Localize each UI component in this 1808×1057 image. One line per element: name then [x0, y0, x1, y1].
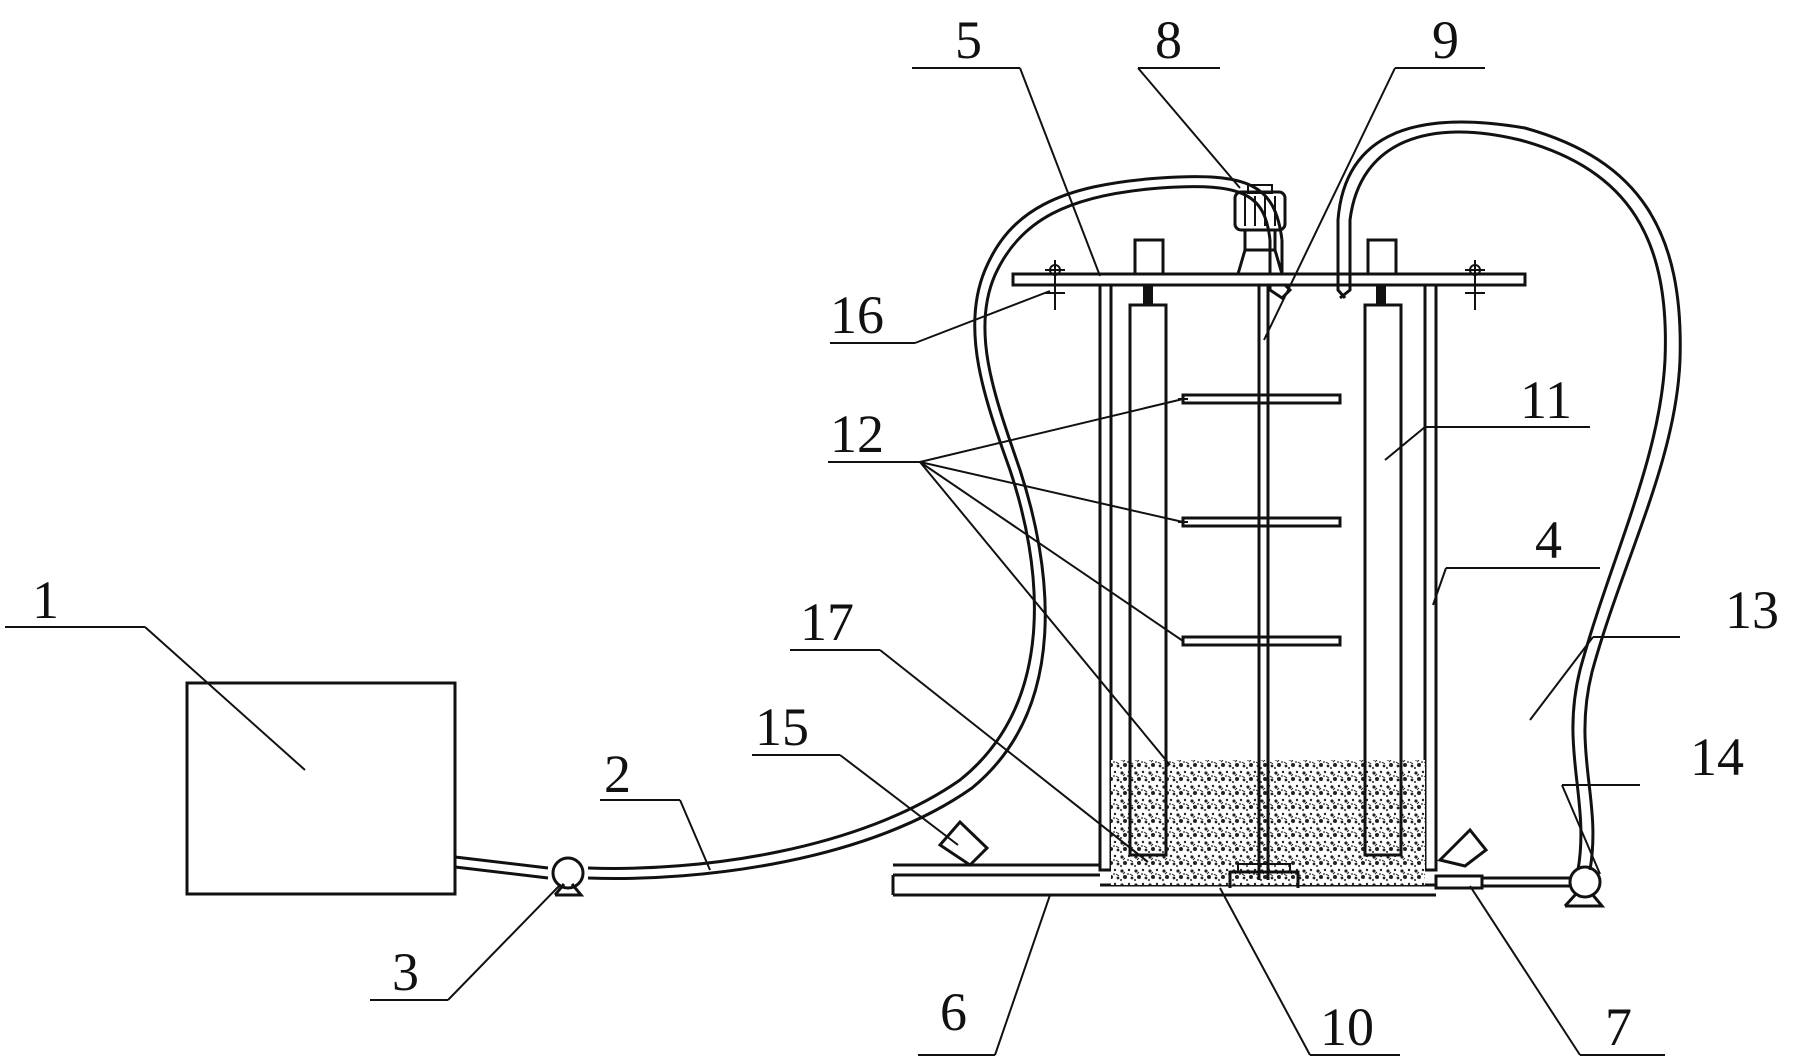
label-7: 7: [1605, 997, 1632, 1057]
electrode-right: [1363, 238, 1403, 857]
bolt-right: [1465, 260, 1485, 310]
label-14: 14: [1690, 727, 1744, 787]
bolt-left: [1045, 260, 1065, 310]
sampling-valve-left: [937, 819, 990, 867]
label-17: 17: [800, 592, 854, 652]
sampling-valve-right: [1437, 827, 1489, 868]
bottom-impeller: [1228, 863, 1300, 888]
recirculation-pipe: [1336, 120, 1682, 871]
label-3: 3: [392, 942, 419, 1002]
inlet-pump: [551, 856, 585, 897]
label-11: 11: [1520, 370, 1572, 430]
label-1: 1: [32, 570, 59, 630]
stirring-shaft: [1257, 285, 1270, 880]
label-2: 2: [604, 744, 631, 804]
blade-lower: [1181, 635, 1342, 647]
label-10: 10: [1320, 997, 1374, 1057]
leader-lines: [5, 67, 1680, 1056]
part-labels: 1 2 3 4 5 6 7 8 9 10 11 12 13 14 15 16 1…: [32, 10, 1779, 1057]
feed-tank: [185, 681, 457, 896]
stirrer-motor: [1233, 184, 1287, 275]
label-16: 16: [830, 285, 884, 345]
label-4: 4: [1535, 510, 1562, 570]
label-12: 12: [830, 404, 884, 464]
label-13: 13: [1725, 580, 1779, 640]
electrode-left: [1128, 238, 1168, 857]
label-8: 8: [1155, 10, 1182, 70]
label-5: 5: [955, 10, 982, 70]
right-outlet-pipe: [1434, 874, 1570, 890]
circulation-pump: [1563, 865, 1606, 908]
label-9: 9: [1432, 10, 1459, 70]
label-15: 15: [755, 697, 809, 757]
label-6: 6: [940, 982, 967, 1042]
left-outlet-pipe: [891, 863, 1436, 897]
